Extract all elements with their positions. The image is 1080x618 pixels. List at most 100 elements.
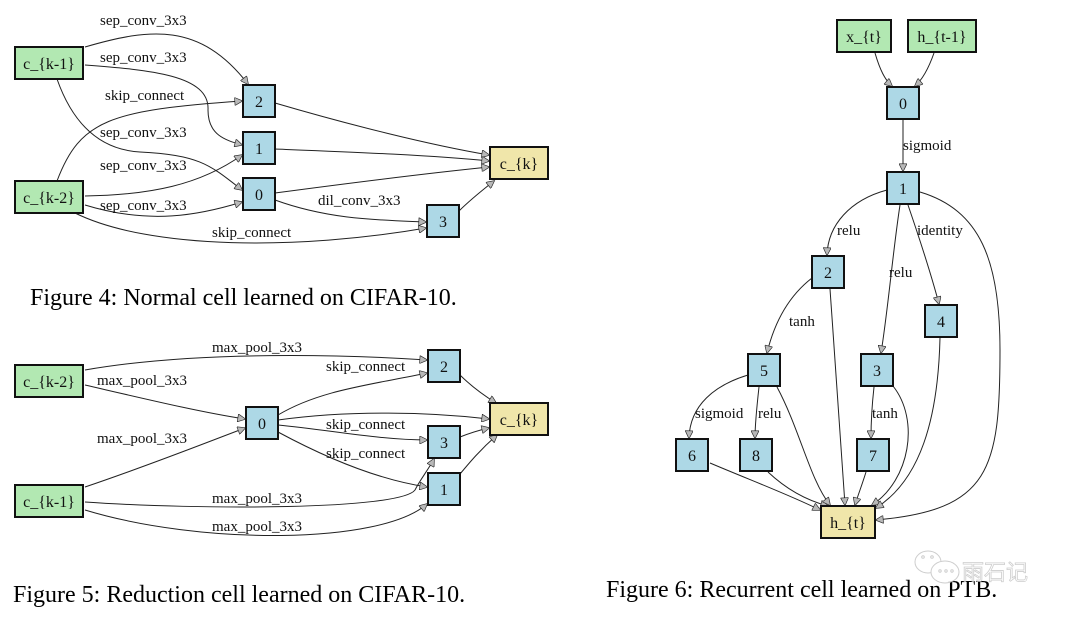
fig4-edge-label: dil_conv_3x3 [318, 193, 401, 209]
fig4-node-n0: 0 [242, 177, 276, 211]
fig6-node-xt: x_{t} [836, 19, 892, 53]
fig6-node-label: 3 [873, 363, 881, 380]
fig6-node-box [856, 438, 890, 472]
fig4-edge-n0-to-n3 [274, 199, 426, 222]
fig6-node-label: h_{t-1} [917, 29, 966, 46]
fig5-edge-label: max_pool_3x3 [212, 519, 302, 535]
fig6-edge-label: relu [837, 223, 861, 239]
fig5-edge-n3-to-ck [459, 428, 489, 438]
watermark-text: 雨石记 [962, 561, 1028, 586]
fig5-node-box [427, 425, 461, 459]
fig4-edge-n1-to-ck [274, 148, 489, 161]
fig5-node-n1: 1 [427, 472, 461, 506]
fig4-edge-label: sep_conv_3x3 [100, 158, 187, 174]
fig5-edge-label: max_pool_3x3 [97, 431, 187, 447]
fig4-edge-ck2-to-n2 [56, 101, 242, 182]
fig6-node-n8: 8 [739, 438, 773, 472]
fig6-edge-n1-to-ht [876, 191, 1001, 520]
fig4-node-ck: c_{k} [489, 146, 549, 180]
fig5-node-box [245, 406, 279, 440]
fig4-edge-ck2-to-n1 [84, 155, 242, 197]
fig5-node-label: 0 [258, 416, 266, 433]
fig6-node-box [820, 505, 876, 539]
fig6-edge-n1-to-n2 [827, 189, 888, 255]
fig5-edge-label: max_pool_3x3 [212, 491, 302, 507]
fig4-edge-ck2-to-n3 [74, 212, 426, 244]
fig6-node-box [907, 19, 977, 53]
fig6-node-label: 6 [688, 448, 696, 465]
fig5-node-label: 3 [440, 435, 448, 452]
fig5-node-n0: 0 [245, 406, 279, 440]
fig6-edge-n5-to-n8 [755, 386, 760, 438]
fig4-edge-label: sep_conv_3x3 [100, 198, 187, 214]
fig5-edge-n0-to-ck [277, 412, 489, 420]
fig6-edge-n2-to-n5 [767, 277, 813, 353]
fig4-edge-label: sep_conv_3x3 [100, 13, 187, 29]
fig6-edge-n5-to-n6 [689, 374, 749, 438]
wechat-icon [914, 550, 960, 584]
fig5-node-n3: 3 [427, 425, 461, 459]
fig6-node-n5: 5 [747, 353, 781, 387]
fig6-node-label: 4 [937, 314, 945, 331]
fig5-node-label: c_{k-1} [23, 494, 75, 511]
fig5-edge-label: skip_connect [326, 446, 406, 462]
fig6-edge-label: tanh [789, 314, 815, 330]
fig5-edge-n1-to-ck [459, 435, 497, 475]
fig6-node-n3: 3 [860, 353, 894, 387]
fig4-edge-label: sep_conv_3x3 [100, 50, 187, 66]
fig5-edge-label: max_pool_3x3 [212, 340, 302, 356]
fig6-node-n6: 6 [675, 438, 709, 472]
fig6-node-n4: 4 [924, 304, 958, 338]
fig4-node-box [14, 46, 84, 80]
fig5-edge-n0-to-n3 [277, 424, 427, 440]
fig6-node-label: h_{t} [830, 515, 866, 532]
fig6-node-label: x_{t} [846, 29, 882, 46]
fig4-node-n1: 1 [242, 131, 276, 165]
fig4-node-box [14, 180, 84, 214]
fig4-edge-ck1-to-n1 [84, 64, 242, 145]
fig6-node-label: 1 [899, 181, 907, 198]
fig6-node-box [886, 171, 920, 205]
fig6-edge-n1-to-n4 [907, 204, 939, 304]
fig6-edge-label: relu [889, 265, 913, 281]
fig6-edge-label: sigmoid [903, 138, 952, 154]
fig5-node-box [489, 402, 549, 436]
fig4-node-box [242, 177, 276, 211]
watermark: 雨石记 [914, 550, 1028, 586]
fig4-node-n3: 3 [426, 204, 460, 238]
fig4-node-label: 0 [255, 187, 263, 204]
fig6-edge-label: identity [917, 223, 963, 239]
fig4-edge-n3-to-ck [458, 181, 494, 212]
fig5-edge-ck1-to-n3 [84, 459, 434, 508]
fig4-node-label: 3 [439, 214, 447, 231]
fig5-node-label: 1 [440, 482, 448, 499]
fig6-edge-n8-to-ht [767, 471, 828, 506]
fig6-node-label: 8 [752, 448, 760, 465]
fig4-node-label: c_{k-1} [23, 56, 75, 73]
fig4-node-box [426, 204, 460, 238]
fig4-node-box [489, 146, 549, 180]
fig6-edge-n4-to-ht [876, 337, 941, 508]
figure-4-caption: Figure 4: Normal cell learned on CIFAR-1… [30, 285, 457, 311]
fig4-edge-n0-to-ck [274, 167, 489, 194]
fig6-edge-n1-to-n3 [881, 204, 901, 353]
fig6-edge-n5-to-ht [776, 386, 830, 505]
fig5-edge-ck1-to-n1 [84, 504, 427, 536]
fig6-node-label: 7 [869, 448, 877, 465]
fig4-node-ck1: c_{k-1} [14, 46, 84, 80]
fig6-node-box [747, 353, 781, 387]
fig4-edge-ck1-to-n2 [84, 33, 248, 84]
fig6-node-box [886, 86, 920, 120]
fig5-node-label: c_{k-2} [23, 374, 75, 391]
fig4-edge-label: skip_connect [212, 225, 292, 241]
fig5-edge-label: max_pool_3x3 [97, 373, 187, 389]
fig6-node-ht1: h_{t-1} [907, 19, 977, 53]
fig6-node-label: 0 [899, 96, 907, 113]
figure-6-caption: Figure 6: Recurrent cell learned on PTB. [606, 577, 997, 603]
fig6-node-box [811, 255, 845, 289]
fig6-node-n1: 1 [886, 171, 920, 205]
fig5-node-box [427, 349, 461, 383]
fig5-node-n2: 2 [427, 349, 461, 383]
fig6-node-n0: 0 [886, 86, 920, 120]
